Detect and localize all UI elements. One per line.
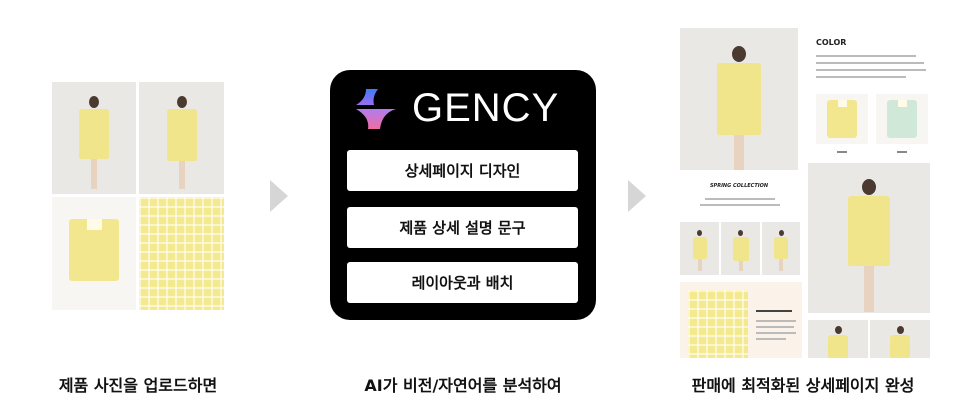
arrow-right-icon <box>628 180 646 212</box>
collection-photo <box>721 222 760 275</box>
preview-walking-photo <box>808 163 930 313</box>
layout-placement-button[interactable]: 레이아웃과 배치 <box>347 262 578 303</box>
gency-logo-text: GENCY <box>412 86 560 130</box>
gency-panel: GENCY 상세페이지 디자인 제품 상세 설명 문구 레이아웃과 배치 <box>330 70 596 320</box>
color-heading: COLOR <box>816 38 847 47</box>
photo-model-front <box>52 82 136 194</box>
collection-photo <box>680 222 719 275</box>
color-yellow-jacket <box>816 94 868 144</box>
photo-model-side <box>139 82 224 194</box>
step-caption-analyze: AI가 비전/자연어를 분석하여 <box>364 376 562 395</box>
gency-logo-icon <box>356 88 396 129</box>
collection-photo <box>762 222 800 275</box>
arrow-right-icon <box>270 180 288 212</box>
preview-bottom-photo <box>808 320 868 358</box>
preview-bottom-photo <box>870 320 930 358</box>
photo-jacket <box>52 197 136 310</box>
step-caption-complete: 판매에 최적화된 상세페이지 완성 <box>691 376 915 395</box>
preview-hero-photo <box>680 28 798 170</box>
collection-heading: SPRING COLLECTION <box>709 183 769 189</box>
photo-fabric-detail <box>139 197 224 310</box>
product-description-button[interactable]: 제품 상세 설명 문구 <box>347 207 578 248</box>
step-caption-upload: 제품 사진을 업로드하면 <box>58 376 218 395</box>
collar-detail-section <box>680 282 802 358</box>
color-mint-jacket <box>876 94 928 144</box>
detail-page-design-button[interactable]: 상세페이지 디자인 <box>347 150 578 191</box>
gency-logo: GENCY <box>352 86 559 131</box>
